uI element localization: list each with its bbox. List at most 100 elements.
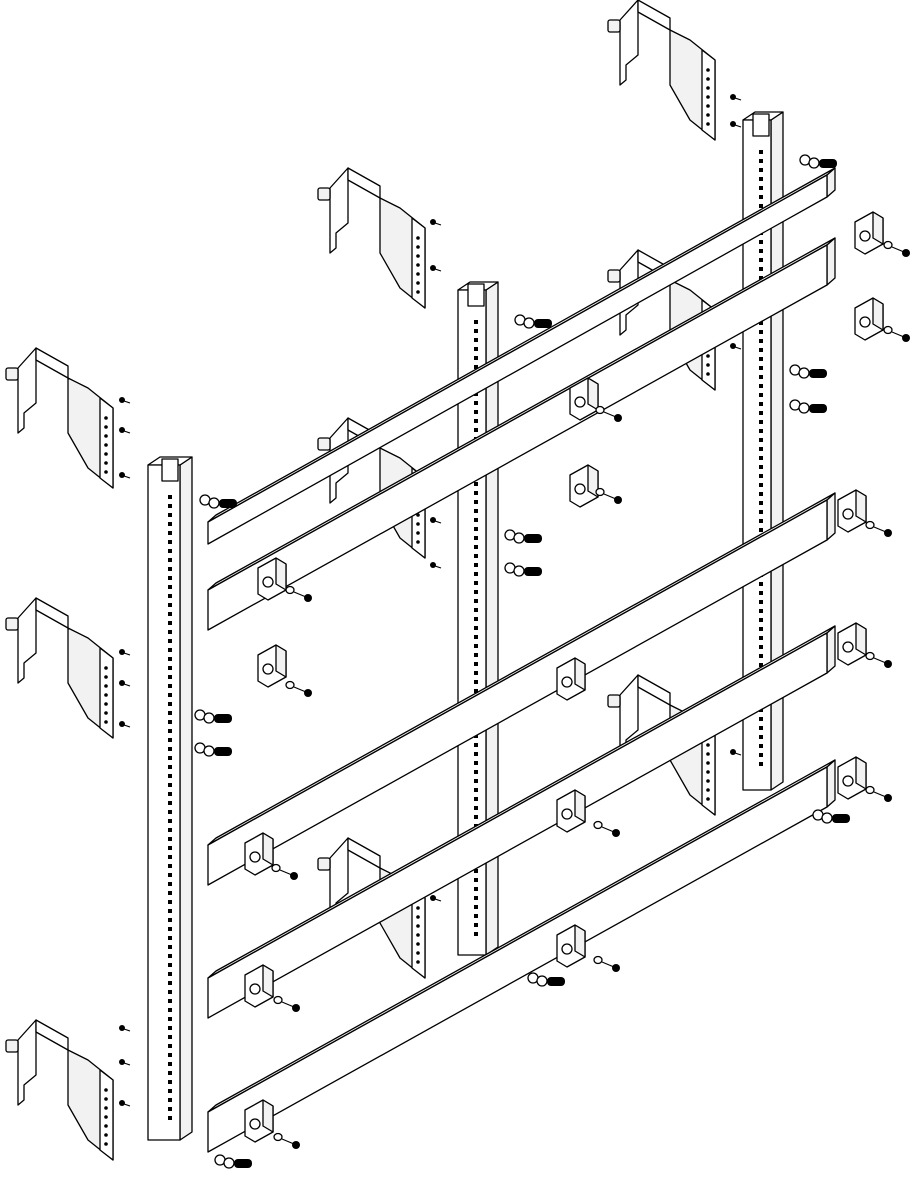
bracket-hole bbox=[416, 531, 420, 535]
bracket-hole bbox=[706, 363, 710, 367]
clamp-hole bbox=[859, 316, 871, 328]
clamp-hole bbox=[561, 943, 573, 955]
bolt-head bbox=[809, 404, 827, 413]
slot-hole bbox=[168, 882, 172, 886]
bolt-set-1 bbox=[199, 494, 237, 509]
bracket-hole bbox=[104, 452, 108, 456]
bracket-hole bbox=[104, 675, 108, 679]
slot-hole bbox=[474, 743, 478, 747]
bracket-hole bbox=[706, 104, 710, 108]
slot-hole bbox=[759, 654, 763, 658]
slot-hole bbox=[759, 753, 763, 757]
slot-hole bbox=[759, 501, 763, 505]
busbar-2 bbox=[207, 237, 836, 631]
slot-hole bbox=[759, 159, 763, 163]
screw-10 bbox=[883, 325, 910, 342]
slot-hole bbox=[474, 572, 478, 576]
clamp-3 bbox=[244, 964, 274, 1008]
slot-hole bbox=[759, 177, 763, 181]
clamp-hole bbox=[842, 775, 854, 787]
slot-hole bbox=[759, 258, 763, 262]
post-cap bbox=[752, 113, 770, 137]
slot-hole bbox=[759, 438, 763, 442]
small-screw-14 bbox=[119, 1059, 131, 1066]
slot-hole bbox=[168, 1062, 172, 1066]
slot-hole bbox=[168, 1116, 172, 1120]
bracket-hole bbox=[416, 933, 420, 937]
washer bbox=[798, 367, 810, 379]
clamp-14 bbox=[854, 211, 884, 255]
slot-hole bbox=[168, 972, 172, 976]
bracket-hole bbox=[416, 263, 420, 267]
bracket-hole bbox=[416, 951, 420, 955]
slot-hole bbox=[759, 744, 763, 748]
clamp-hole bbox=[842, 641, 854, 653]
bolt-set-2 bbox=[514, 314, 552, 329]
slot-hole bbox=[168, 621, 172, 625]
bracket-hole bbox=[104, 1088, 108, 1092]
washer bbox=[523, 317, 535, 329]
slot-hole bbox=[759, 636, 763, 640]
bracket-hole bbox=[104, 1124, 108, 1128]
slot-hole bbox=[759, 582, 763, 586]
bracket-hole bbox=[706, 77, 710, 81]
slot-hole bbox=[759, 465, 763, 469]
slot-hole bbox=[474, 752, 478, 756]
slot-hole bbox=[759, 321, 763, 325]
bolt-set-11 bbox=[527, 972, 565, 987]
bracket-hole bbox=[416, 281, 420, 285]
slot-hole bbox=[168, 945, 172, 949]
slot-hole bbox=[168, 585, 172, 589]
slot-hole bbox=[474, 401, 478, 405]
clamp-hole bbox=[574, 483, 586, 495]
bolt-set-8 bbox=[789, 364, 827, 379]
slot-hole bbox=[168, 963, 172, 967]
nut bbox=[317, 857, 331, 871]
bracket-hole bbox=[416, 906, 420, 910]
small-screw-7 bbox=[430, 219, 442, 226]
bracket-hole bbox=[416, 236, 420, 240]
slot-hole bbox=[168, 666, 172, 670]
slot-hole bbox=[759, 609, 763, 613]
slot-hole bbox=[474, 338, 478, 342]
bracket-hole bbox=[706, 761, 710, 765]
slot-hole bbox=[168, 540, 172, 544]
screw-1 bbox=[285, 585, 312, 602]
washer bbox=[513, 532, 525, 544]
bracket-hole bbox=[104, 1115, 108, 1119]
slot-hole bbox=[759, 528, 763, 532]
slot-hole bbox=[168, 837, 172, 841]
slot-hole bbox=[474, 500, 478, 504]
slot-hole bbox=[474, 662, 478, 666]
clamp-hole bbox=[842, 508, 854, 520]
bracket-hole bbox=[706, 354, 710, 358]
slot-hole bbox=[474, 617, 478, 621]
bracket-hole bbox=[706, 770, 710, 774]
washer bbox=[798, 402, 810, 414]
bracket-hole bbox=[706, 797, 710, 801]
bracket-hole bbox=[706, 788, 710, 792]
washer bbox=[223, 1157, 235, 1169]
slot-hole bbox=[168, 639, 172, 643]
slot-hole bbox=[168, 792, 172, 796]
clamp-hole bbox=[249, 851, 261, 863]
slot-hole bbox=[474, 410, 478, 414]
screw-3 bbox=[271, 863, 298, 880]
bracket-hole bbox=[104, 1133, 108, 1137]
slot-hole bbox=[759, 330, 763, 334]
slot-hole bbox=[168, 522, 172, 526]
slot-hole bbox=[474, 644, 478, 648]
slot-hole bbox=[759, 267, 763, 271]
slot-hole bbox=[759, 384, 763, 388]
slot-hole bbox=[474, 770, 478, 774]
slot-hole bbox=[474, 923, 478, 927]
slot-hole bbox=[168, 909, 172, 913]
bolt-head bbox=[832, 814, 850, 823]
bracket-left-top bbox=[5, 347, 114, 489]
bracket-hole bbox=[104, 443, 108, 447]
clamp-12 bbox=[257, 644, 287, 688]
slot-hole bbox=[759, 627, 763, 631]
bracket-left-middle bbox=[5, 597, 114, 739]
bolt-head bbox=[534, 319, 552, 328]
bracket-hole bbox=[416, 522, 420, 526]
